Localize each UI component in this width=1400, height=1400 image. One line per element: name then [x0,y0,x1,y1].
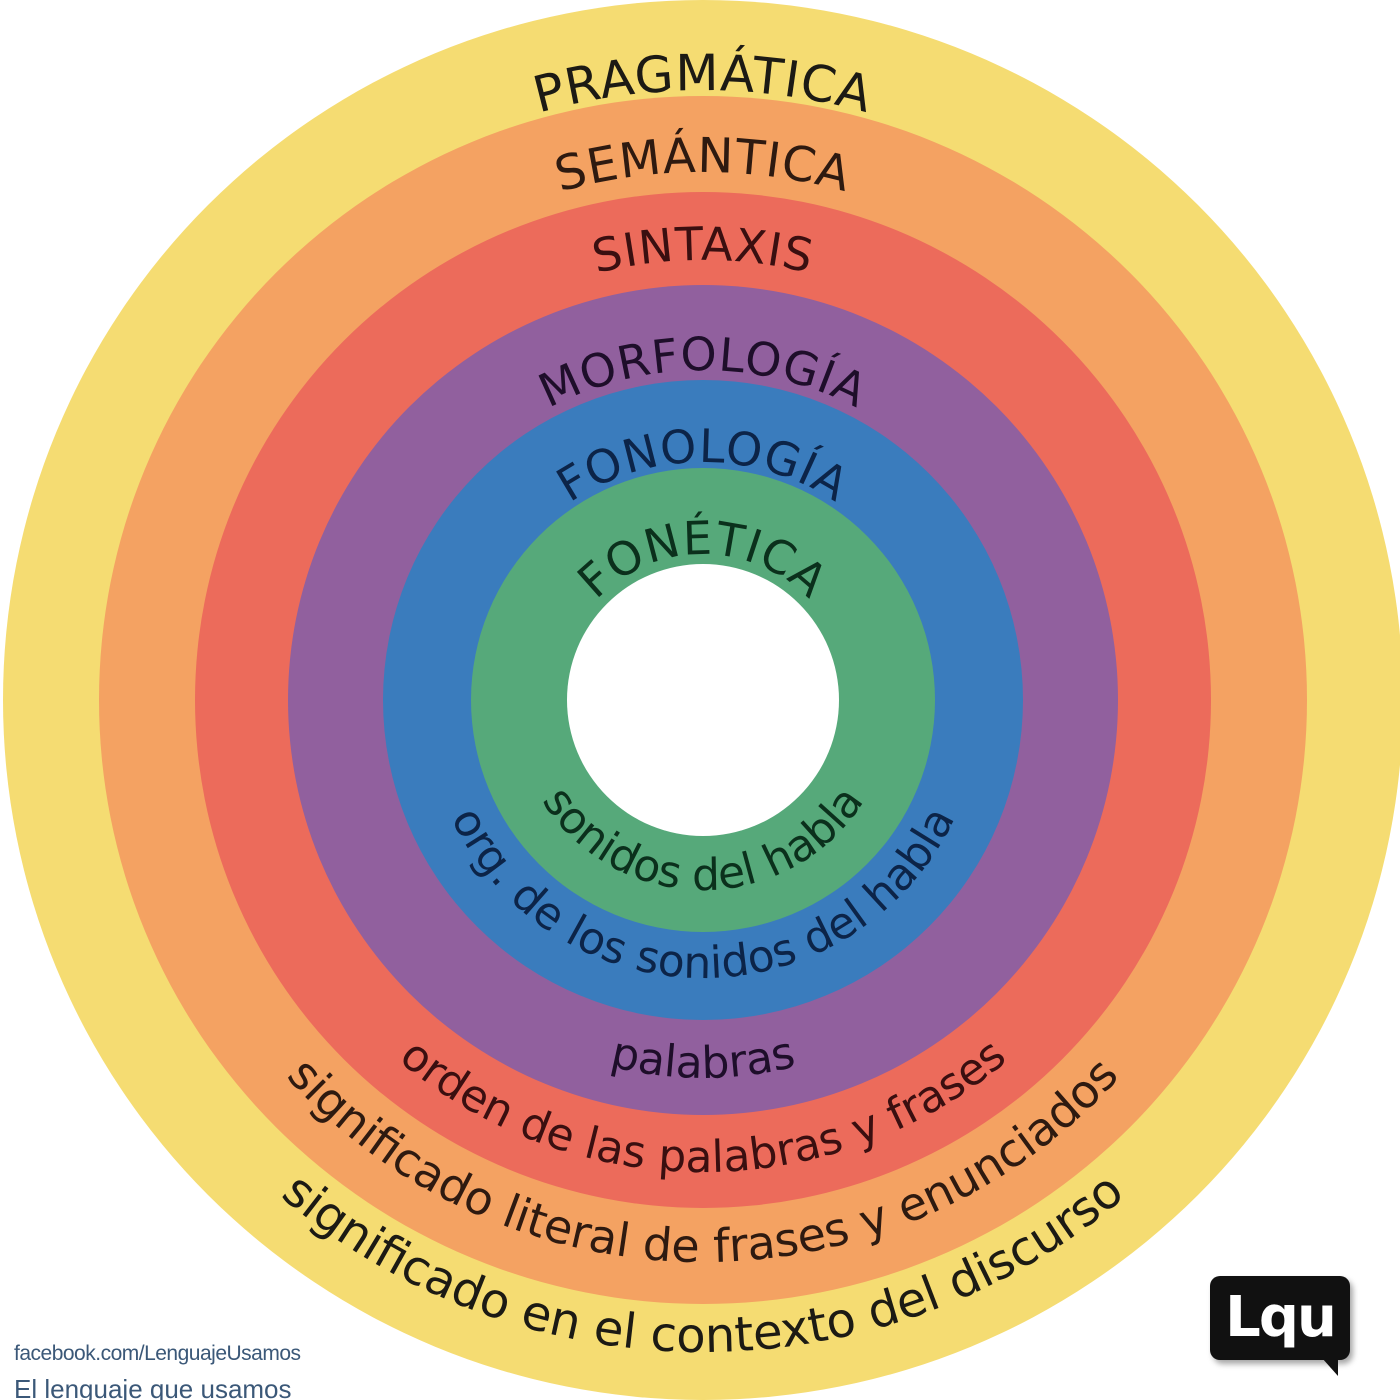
center-circle [567,564,839,836]
lqu-logo: Lqu [1210,1276,1350,1376]
facebook-link[interactable]: facebook.com/LenguajeUsamos [14,1342,301,1365]
brand-name: El lenguaje que usamos [14,1374,292,1400]
